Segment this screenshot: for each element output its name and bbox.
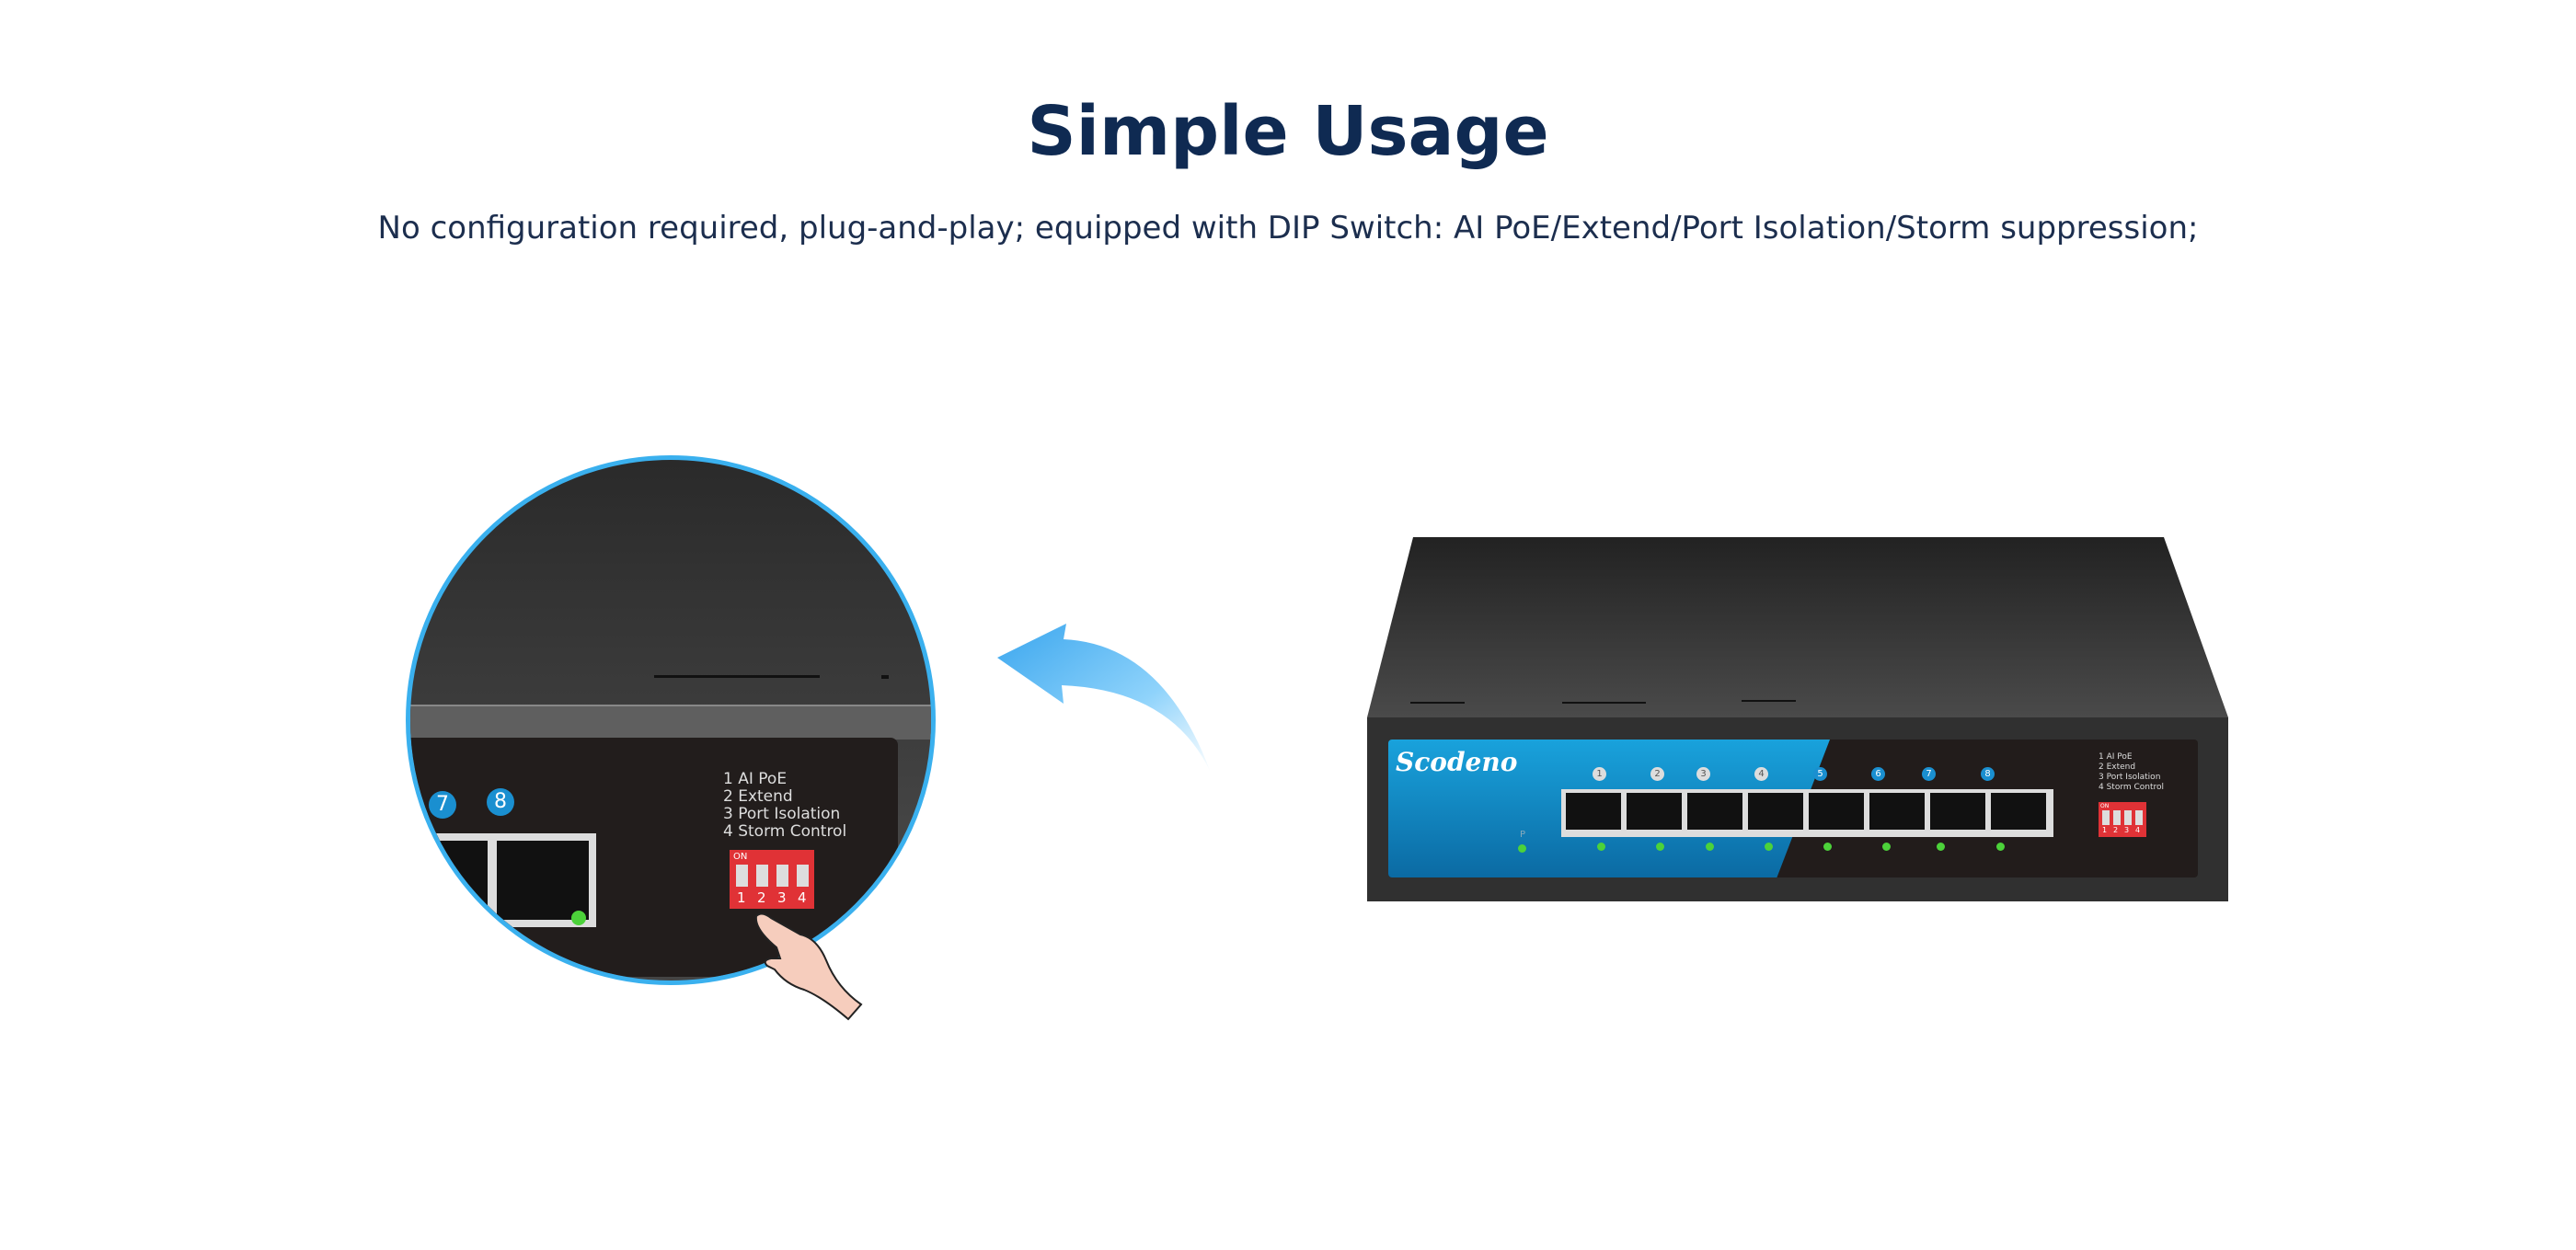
dip-number: 4	[798, 889, 807, 906]
ethernet-port-8[interactable]	[1991, 793, 2046, 830]
dip-label: 1 AI PoE	[723, 770, 788, 788]
port-number: 6	[1871, 767, 1885, 781]
port-number: 8	[1981, 767, 1995, 781]
port-number: 2	[1650, 767, 1664, 781]
power-led	[1518, 844, 1526, 853]
port-number: 3	[1696, 767, 1710, 781]
dip-toggle-4[interactable]	[797, 865, 809, 887]
ethernet-port-6[interactable]	[1869, 793, 1925, 830]
dip-number: 2	[757, 889, 766, 906]
port-led	[1823, 843, 1832, 851]
curved-arrow-icon	[997, 624, 1211, 773]
ethernet-port-4[interactable]	[1748, 793, 1803, 830]
dip-toggle-4[interactable]	[2135, 810, 2143, 825]
dip-number: 1	[2102, 826, 2108, 834]
dip-number: 4	[2135, 826, 2141, 834]
dip-number: 1	[737, 889, 746, 906]
dip-label: 1 AI PoE	[2099, 752, 2133, 762]
page-subtitle: No configuration required, plug-and-play…	[377, 210, 2199, 247]
dip-on-label: ON	[733, 852, 748, 862]
ethernet-port-7[interactable]	[1930, 793, 1985, 830]
zoom-detail-circle: 7 8 1 AI PoE 2 Extend 3 Port Isolation 4…	[406, 455, 936, 985]
port-led	[1706, 843, 1714, 851]
dip-label: 3 Port Isolation	[723, 805, 841, 823]
dip-toggle-1[interactable]	[2102, 810, 2110, 825]
dip-labels: 1 AI PoE 2 Extend 3 Port Isolation 4 Sto…	[723, 771, 846, 841]
dip-toggle-3[interactable]	[2124, 810, 2132, 825]
hand-pointer-icon	[754, 912, 863, 1021]
port-led	[1597, 843, 1605, 851]
dip-label: 4 Storm Control	[2099, 783, 2165, 792]
brand-logo: Scodeno	[1396, 747, 1518, 777]
dip-toggle-2[interactable]	[756, 865, 768, 887]
port-led	[1882, 843, 1891, 851]
port-number-7: 7	[429, 791, 456, 819]
port-led	[1996, 843, 2005, 851]
port-number: 4	[1754, 767, 1768, 781]
port-number: 5	[1813, 767, 1827, 781]
ethernet-port-7[interactable]	[410, 833, 495, 927]
port-block	[1561, 789, 2053, 837]
dip-label: 4 Storm Control	[723, 822, 847, 841]
page-title: Simple Usage	[1027, 92, 1549, 171]
port-led	[1765, 843, 1773, 851]
ethernet-port-5[interactable]	[1809, 793, 1864, 830]
port-number-8: 8	[487, 788, 514, 816]
port-led	[1937, 843, 1945, 851]
dip-number: 3	[777, 889, 787, 906]
dip-toggle-1[interactable]	[736, 865, 748, 887]
dip-switch[interactable]: ON 1 2 3 4	[2099, 802, 2146, 837]
dip-number: 2	[2113, 826, 2119, 834]
port-led	[1656, 843, 1664, 851]
vent-dot	[881, 675, 889, 679]
dip-toggle-2[interactable]	[2113, 810, 2121, 825]
dip-label: 2 Extend	[723, 787, 793, 806]
dip-label: 3 Port Isolation	[2099, 773, 2161, 782]
switch-top-cover	[1367, 537, 2228, 717]
front-band	[410, 705, 931, 740]
ethernet-port-3[interactable]	[1687, 793, 1742, 830]
port-number: 1	[1593, 767, 1606, 781]
switch-front: Scodeno 1 2 3 4 5 6 7 8 P 1 AI PoE 2	[1367, 717, 2228, 901]
port-number: 7	[1922, 767, 1936, 781]
dip-switch[interactable]: ON 1 2 3 4	[730, 850, 814, 909]
port-led	[571, 911, 586, 925]
ethernet-port-2[interactable]	[1627, 793, 1682, 830]
dip-toggle-3[interactable]	[776, 865, 788, 887]
dip-number: 3	[2124, 826, 2130, 834]
dip-on-label: ON	[2100, 803, 2110, 809]
dip-label: 2 Extend	[2099, 763, 2136, 772]
ethernet-port-1[interactable]	[1566, 793, 1621, 830]
power-led-label: P	[1520, 830, 1526, 840]
vent-line	[654, 675, 820, 678]
front-panel: Scodeno 1 2 3 4 5 6 7 8 P 1 AI PoE 2	[1388, 740, 2198, 877]
dip-labels: 1 AI PoE 2 Extend 3 Port Isolation 4 Sto…	[2099, 752, 2164, 793]
